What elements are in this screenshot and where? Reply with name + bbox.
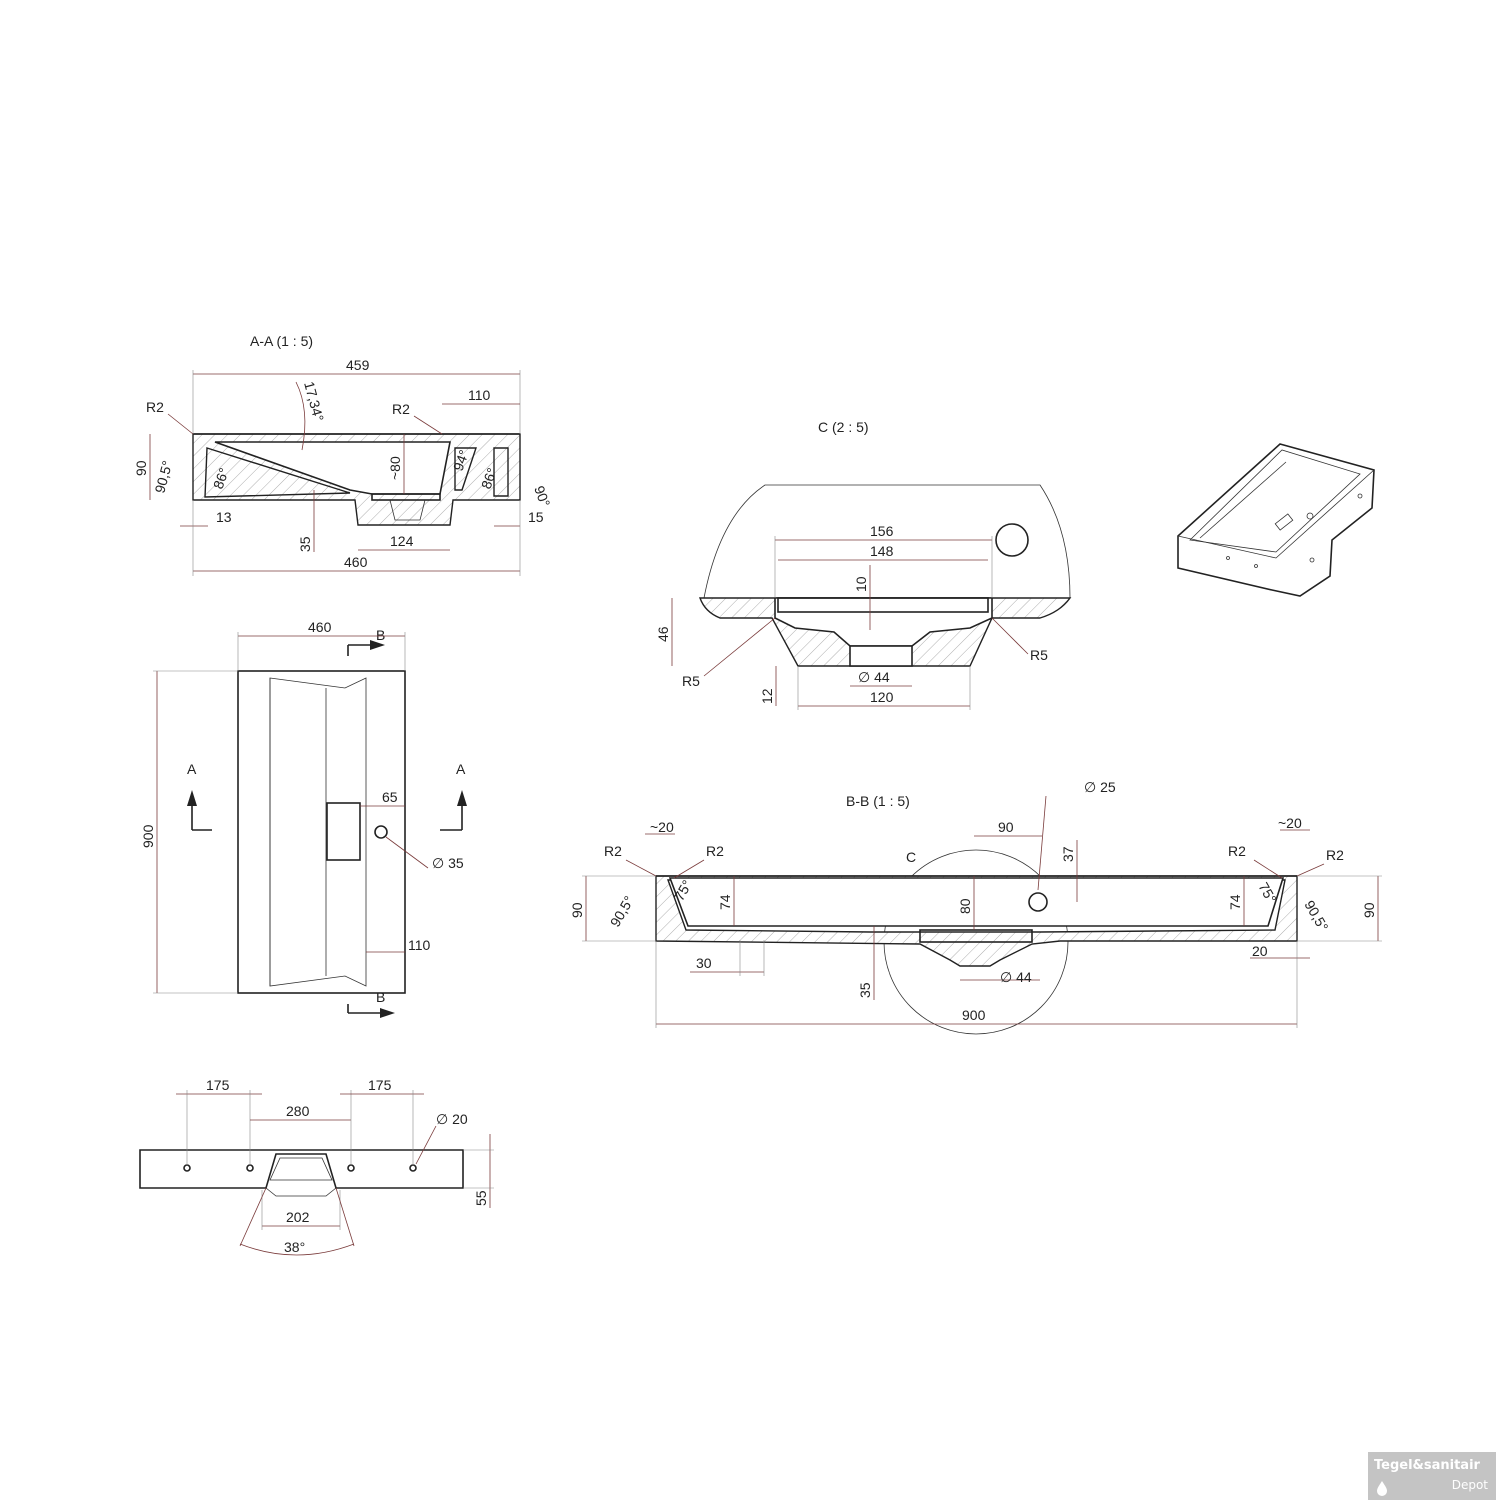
- dim-aa-94: 94°: [450, 448, 472, 473]
- dim-c-12: 12: [759, 688, 775, 704]
- dim-bb-37: 37: [1060, 846, 1076, 862]
- dim-bb-20-right: ~20: [1278, 815, 1302, 831]
- detail-c-grate: [777, 597, 989, 613]
- dim-bb-90-5-right: 90,5°: [1301, 898, 1331, 934]
- detail-c-overflow-hole: [995, 523, 1029, 557]
- dim-bottom-280: 280: [286, 1103, 310, 1119]
- section-bb-basin: [668, 877, 1285, 927]
- dim-aa-110: 110: [468, 387, 491, 403]
- dim-bb-r2-2: R2: [706, 843, 724, 859]
- dim-aa-86-right: 86°: [478, 466, 500, 491]
- dim-aa-124: 124: [390, 533, 414, 549]
- dim-plan-460: 460: [308, 619, 332, 635]
- dim-aa-459: 459: [346, 357, 370, 373]
- section-aa: A-A (1 : 5) 459 110 R2 R2 17,34° ~80 90 …: [133, 333, 553, 576]
- dim-aa-90: 90: [133, 460, 149, 476]
- bottom-hole-4: [409, 1164, 417, 1172]
- section-aa-drain-slot: [371, 493, 441, 501]
- dim-c-156: 156: [870, 523, 894, 539]
- section-bb: B-B (1 : 5) C ∅ 25 90 37 ~20 ~20 R2 R2 R…: [569, 779, 1382, 1035]
- dim-bb-r2-1: R2: [604, 843, 622, 859]
- dim-bottom-175-right: 175: [368, 1077, 392, 1093]
- dim-bottom-d20: ∅ 20: [436, 1111, 468, 1127]
- section-bb-overflow: [1028, 892, 1048, 912]
- dim-plan-110: 110: [408, 937, 431, 953]
- dim-aa-35: 35: [297, 536, 313, 552]
- plan-outline: [237, 670, 406, 994]
- dim-aa-90-deg: 90°: [531, 484, 553, 509]
- dim-aa-15: 15: [528, 509, 544, 525]
- dim-c-148: 148: [870, 543, 894, 559]
- dim-plan-65: 65: [382, 789, 398, 805]
- brand-logo: Tegel&sanitair Depot: [1368, 1452, 1496, 1500]
- dim-plan-d35: ∅ 35: [432, 855, 464, 871]
- dim-aa-90-5: 90,5°: [151, 459, 175, 495]
- plan-drain: [326, 802, 361, 861]
- detail-c-boundary: [703, 484, 1071, 599]
- dim-c-r5-left: R5: [682, 673, 700, 689]
- dim-c-d44: ∅ 44: [858, 669, 890, 685]
- dim-bb-r2-3: R2: [1228, 843, 1246, 859]
- plan-section-b-bottom: B: [376, 989, 385, 1005]
- dim-bb-74-left: 74: [717, 894, 733, 910]
- dim-aa-460: 460: [344, 554, 368, 570]
- dim-bb-d44: ∅ 44: [1000, 969, 1032, 985]
- dim-c-120: 120: [870, 689, 894, 705]
- section-bb-drain: [919, 929, 1033, 943]
- dim-c-46: 46: [655, 626, 671, 642]
- dim-bb-90-left: 90: [569, 902, 585, 918]
- dim-bb-90-5-left: 90,5°: [607, 893, 637, 929]
- plan-view: B B A A 460 900 65 ∅ 35 110: [140, 619, 467, 1018]
- detail-c: C (2 : 5) 156 148 10 46 R5 R5 12 ∅ 44 12…: [655, 419, 1072, 710]
- dim-bb-35: 35: [857, 982, 873, 998]
- detail-c-title: C (2 : 5): [818, 419, 869, 435]
- dim-bb-r2-4: R2: [1326, 847, 1344, 863]
- section-aa-drain-body: [389, 499, 426, 521]
- plan-section-b-top: B: [376, 627, 385, 643]
- dim-bb-74-right: 74: [1227, 894, 1243, 910]
- dim-c-r5-right: R5: [1030, 647, 1048, 663]
- logo-line-1: Tegel&sanitair: [1374, 1458, 1480, 1473]
- dim-bb-80: 80: [957, 898, 973, 914]
- section-aa-title: A-A (1 : 5): [250, 333, 313, 349]
- dim-bottom-55: 55: [473, 1190, 489, 1206]
- dim-plan-900: 900: [140, 824, 156, 848]
- bottom-view-outline: [139, 1149, 464, 1189]
- section-bb-body: [655, 875, 1298, 967]
- plan-section-a-left: A: [187, 761, 197, 777]
- isometric-view: [1177, 443, 1375, 597]
- logo-line-2: Depot: [1451, 1478, 1488, 1492]
- section-bb-title: B-B (1 : 5): [846, 793, 910, 809]
- dim-aa-13: 13: [216, 509, 232, 525]
- water-drop-icon: [1377, 1481, 1387, 1496]
- plan-section-a-right: A: [456, 761, 466, 777]
- dim-bottom-175-left: 175: [206, 1077, 230, 1093]
- dim-bottom-38: 38°: [284, 1239, 305, 1255]
- dim-bb-900: 900: [962, 1007, 986, 1023]
- section-bb-detail-marker: C: [906, 849, 916, 865]
- dim-aa-r2-left: R2: [146, 399, 164, 415]
- dim-c-10: 10: [853, 576, 869, 592]
- bottom-view: 175 280 175 ∅ 20 55 202 38°: [139, 1077, 494, 1256]
- dim-aa-80: ~80: [387, 456, 403, 480]
- dim-bb-90-right: 90: [1361, 902, 1377, 918]
- dim-bb-90-top: 90: [998, 819, 1014, 835]
- bottom-hole-1: [183, 1164, 191, 1172]
- bottom-hole-3: [347, 1164, 355, 1172]
- dim-aa-r2-right: R2: [392, 401, 410, 417]
- plan-tap-hole: [374, 825, 388, 839]
- dim-bb-30: 30: [696, 955, 712, 971]
- dim-bb-20-left: ~20: [650, 819, 674, 835]
- dim-bottom-202: 202: [286, 1209, 310, 1225]
- detail-c-outlet: [849, 645, 913, 667]
- dim-bb-d25: ∅ 25: [1084, 779, 1116, 795]
- bottom-hole-2: [246, 1164, 254, 1172]
- dim-aa-86-left: 86°: [210, 466, 232, 491]
- dim-bb-20-bottom: 20: [1252, 943, 1268, 959]
